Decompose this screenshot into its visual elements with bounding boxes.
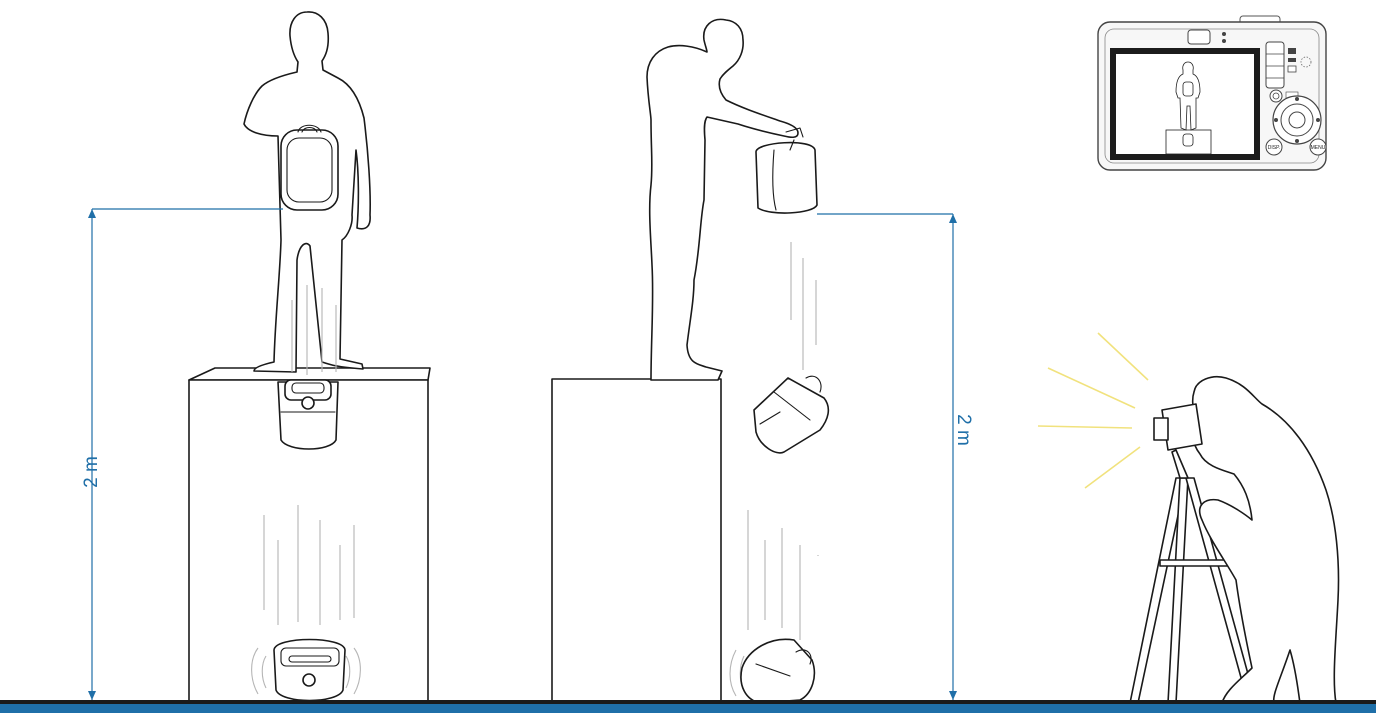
camera-back-inset: DISP. MENU xyxy=(1098,16,1326,170)
falling-backpack-mid-left xyxy=(278,380,338,449)
falling-backpack-mid-right xyxy=(754,376,828,453)
height-dimension-right: 2 m xyxy=(817,214,974,700)
camera-flash-rays xyxy=(1038,333,1148,488)
disp-button-label: DISP. xyxy=(1268,145,1280,151)
height-label-right: 2 m xyxy=(953,414,974,446)
height-label-left: 2 m xyxy=(81,456,102,488)
print-button-icon xyxy=(1270,90,1282,102)
right-pedestal xyxy=(552,379,721,705)
floor-line xyxy=(0,700,1376,713)
motion-lines-middle-lower xyxy=(748,510,818,640)
leaning-person-figure xyxy=(647,19,817,380)
motion-lines-middle-upper xyxy=(791,242,816,370)
landed-backpack-middle xyxy=(730,639,814,703)
menu-button-label: MENU xyxy=(1311,145,1326,151)
